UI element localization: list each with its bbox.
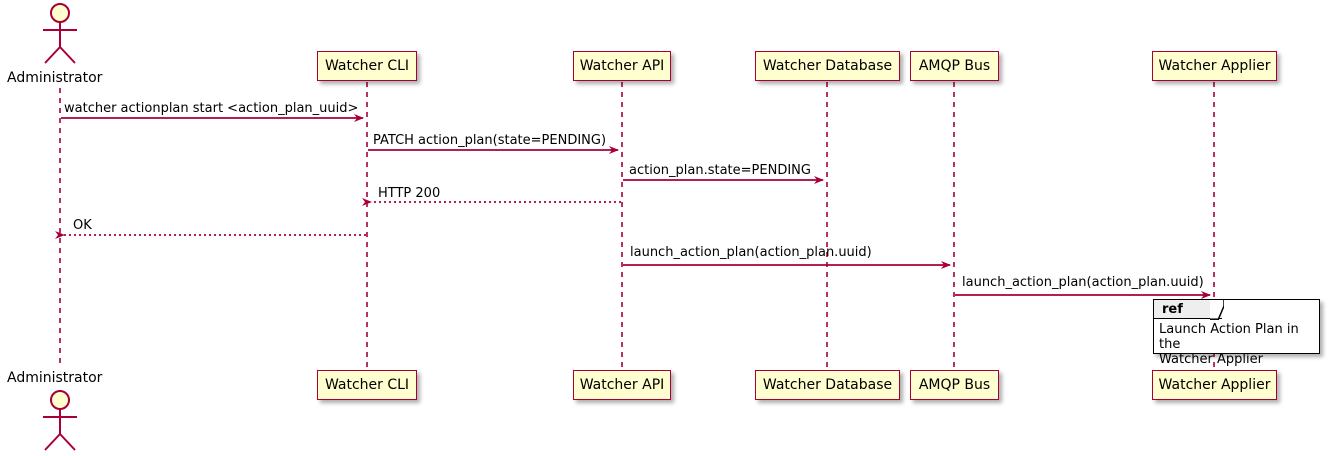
ref-fragment-tab-label: ref: [1162, 301, 1183, 317]
participant-label: Watcher API: [579, 58, 665, 74]
participant-label: Watcher Applier: [1158, 377, 1271, 393]
participant-label: Watcher Applier: [1158, 58, 1271, 74]
participant-box-amqp-bus-bottom[interactable]: AMQP Bus: [910, 370, 999, 400]
participant-box-watcher-database-bottom[interactable]: Watcher Database: [755, 370, 900, 400]
participant-label: Watcher Database: [762, 58, 893, 74]
participant-box-watcher-cli-bottom[interactable]: Watcher CLI: [317, 370, 417, 400]
participant-label: Watcher CLI: [324, 58, 410, 74]
ref-fragment-tab: ref: [1154, 300, 1222, 319]
message-label-http-200: HTTP 200: [378, 186, 441, 201]
message-label-start-actionplan: watcher actionplan start <action_plan_uu…: [64, 101, 359, 116]
ref-fragment-body: Launch Action Plan in the Watcher Applie…: [1159, 322, 1315, 367]
participant-box-watcher-database-top[interactable]: Watcher Database: [755, 51, 900, 81]
actor-label-administrator-bottom: Administrator: [7, 370, 103, 386]
ref-fragment[interactable]: ref Launch Action Plan in the Watcher Ap…: [1153, 299, 1320, 367]
participant-box-watcher-applier-bottom[interactable]: Watcher Applier: [1152, 370, 1277, 400]
message-label-launch-action-plan-applier: launch_action_plan(action_plan.uuid): [962, 275, 1204, 290]
participant-box-watcher-applier-top[interactable]: Watcher Applier: [1152, 51, 1277, 81]
participant-box-watcher-api-bottom[interactable]: Watcher API: [573, 370, 671, 400]
message-arrows: [55, 114, 1211, 299]
message-label-ok: OK: [73, 218, 92, 233]
message-label-launch-action-plan-bus: launch_action_plan(action_plan.uuid): [630, 245, 872, 260]
participant-box-amqp-bus-top[interactable]: AMQP Bus: [910, 51, 999, 81]
participant-label: AMQP Bus: [918, 377, 991, 393]
lifelines: [59, 82, 1215, 372]
actor-administrator-bottom: [43, 390, 77, 451]
ref-tab-corner-icon: [1210, 300, 1224, 320]
participant-label: AMQP Bus: [918, 58, 991, 74]
participant-box-watcher-cli-top[interactable]: Watcher CLI: [317, 51, 417, 81]
participant-label: Watcher Database: [762, 377, 893, 393]
participant-label: Watcher API: [579, 377, 665, 393]
ref-fragment-line-2: Watcher Applier: [1159, 352, 1263, 367]
participant-label: Watcher CLI: [324, 377, 410, 393]
message-label-patch-action-plan: PATCH action_plan(state=PENDING): [373, 133, 607, 148]
participant-box-watcher-api-top[interactable]: Watcher API: [573, 51, 671, 81]
ref-fragment-line-1: Launch Action Plan in the: [1159, 322, 1299, 352]
actor-label-administrator-top: Administrator: [7, 70, 103, 86]
actor-administrator-top: [43, 3, 77, 64]
message-label-action-plan-state-pending: action_plan.state=PENDING: [629, 163, 811, 178]
